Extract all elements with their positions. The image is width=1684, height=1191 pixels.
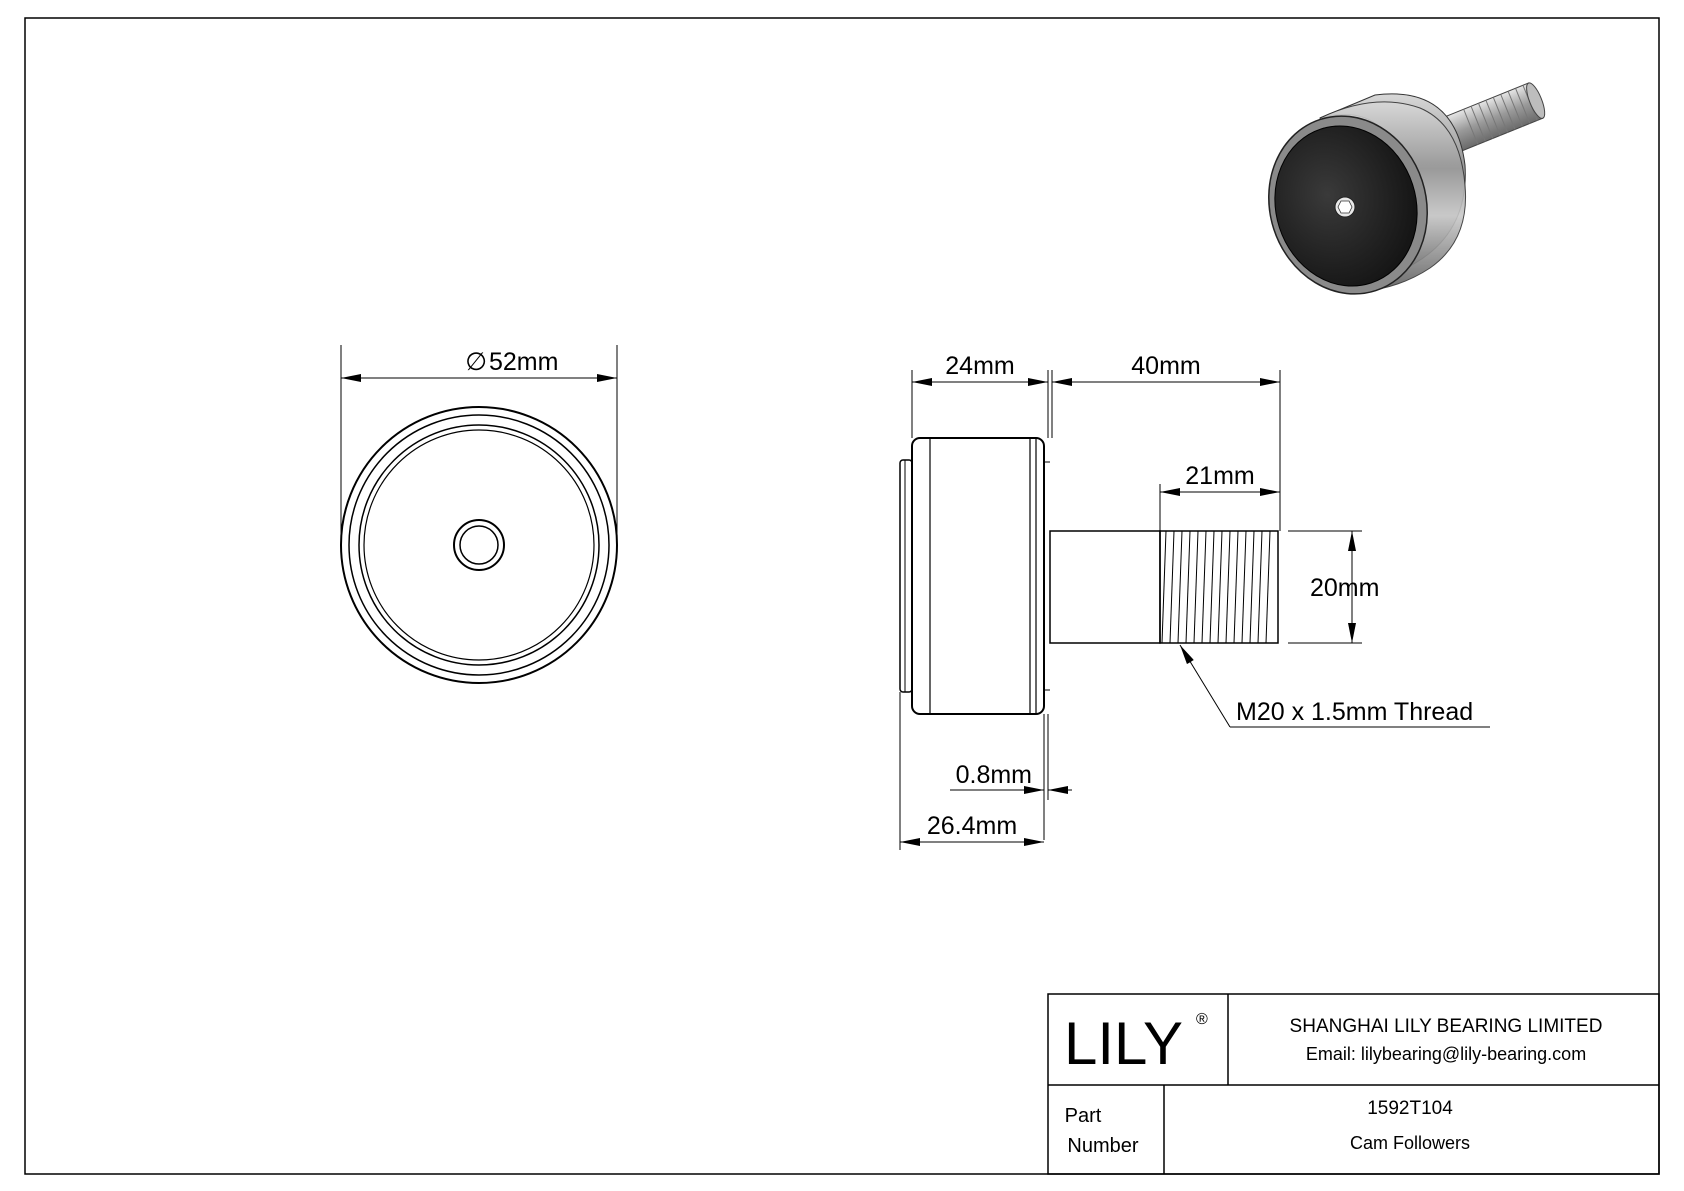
front-face-circle	[358, 424, 600, 666]
part-number: 1592T104	[1367, 1098, 1453, 1119]
overall-width-label: 26.4mm	[927, 812, 1017, 840]
front-outer-circle-inner	[348, 414, 610, 676]
company-email: Email: lilybearing@lily-bearing.com	[1306, 1044, 1586, 1064]
side-view: 24mm 40mm 21mm 20mm M20 x 1.5mm Thread 0…	[899, 352, 1490, 850]
side-stud-shank	[1049, 530, 1161, 644]
front-outer-circle	[340, 406, 618, 684]
width-label: 24mm	[945, 352, 1014, 380]
title-block: LILY ® SHANGHAI LILY BEARING LIMITED Ema…	[1047, 993, 1660, 1175]
front-face-circle-inner	[363, 429, 595, 661]
side-flange	[899, 459, 913, 693]
diameter-label: 52mm	[489, 348, 558, 376]
front-view: ∅ 52mm	[340, 345, 618, 684]
thread-label: M20 x 1.5mm Thread	[1236, 698, 1473, 726]
part-label-line2: Number	[1067, 1135, 1138, 1157]
thread-length-label: 21mm	[1185, 462, 1254, 490]
logo-registered-mark: ®	[1196, 1011, 1208, 1028]
thread-leader	[1179, 644, 1231, 728]
sheet-border	[24, 17, 1660, 1175]
side-roller-body	[911, 437, 1045, 715]
flange-label: 0.8mm	[956, 761, 1032, 789]
part-3d-render	[1268, 82, 1546, 295]
company-name: SHANGHAI LILY BEARING LIMITED	[1290, 1016, 1603, 1037]
logo-text: LILY	[1064, 1010, 1183, 1077]
stud-length-label: 40mm	[1131, 352, 1200, 380]
part-label-line1: Part	[1065, 1105, 1102, 1127]
part-description: Cam Followers	[1350, 1133, 1470, 1153]
diameter-symbol: ∅	[465, 348, 487, 376]
stud-diameter-label: 20mm	[1310, 574, 1379, 602]
side-stud-thread	[1159, 530, 1279, 644]
front-socket-outer	[453, 519, 505, 571]
thread-lines	[1161, 530, 1271, 644]
front-socket-inner	[459, 525, 499, 565]
